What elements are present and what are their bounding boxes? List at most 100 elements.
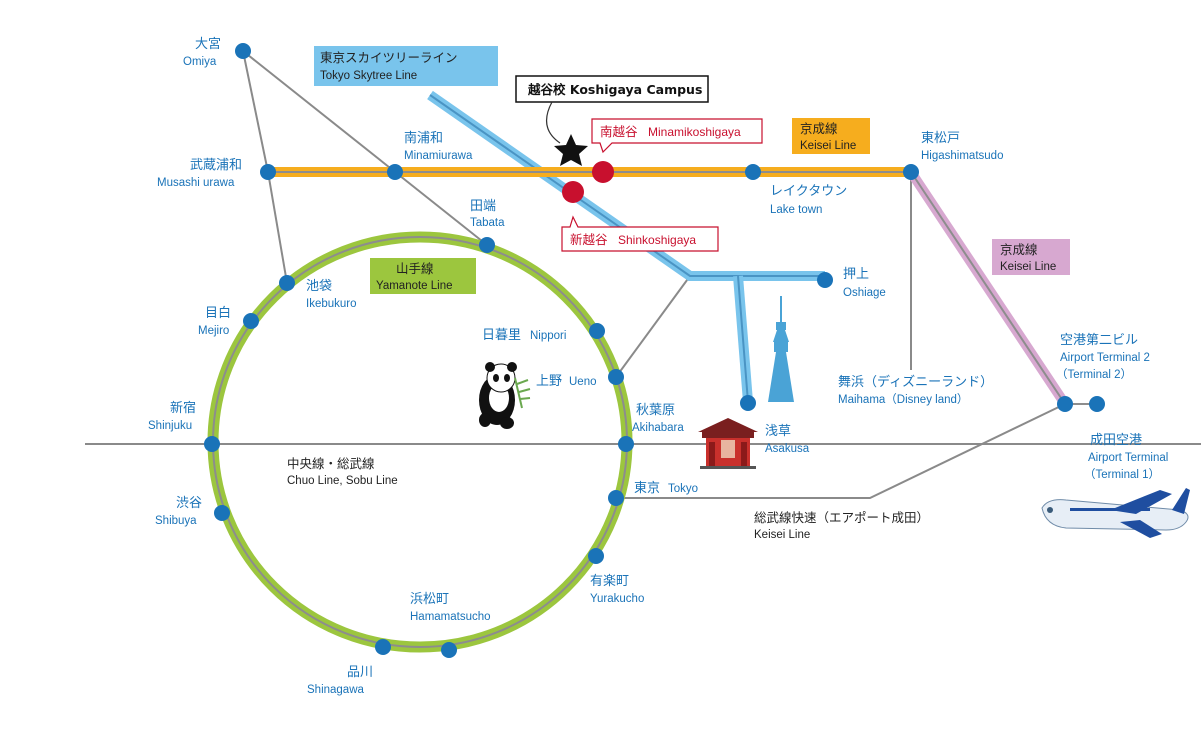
station-dot-shinjuku[interactable] — [204, 436, 220, 452]
svg-text:中央線・総武線: 中央線・総武線 — [287, 456, 375, 471]
svg-text:武蔵浦和: 武蔵浦和 — [190, 158, 242, 173]
yamanote-loop — [207, 231, 633, 653]
station-dot-narita[interactable] — [1089, 396, 1105, 412]
svg-text:Ikebukuro: Ikebukuro — [306, 298, 357, 310]
svg-text:秋葉原: 秋葉原 — [636, 403, 675, 418]
campus-callout: 越谷校 Koshigaya Campus — [515, 75, 709, 144]
station-dot-minamikoshigaya[interactable] — [592, 161, 614, 183]
svg-text:Mejiro: Mejiro — [198, 325, 229, 337]
svg-text:総武線快速（エアポート成田）: 総武線快速（エアポート成田） — [754, 510, 929, 525]
skytree-line — [427, 90, 825, 403]
svg-text:Maihama（Disney land）: Maihama（Disney land） — [838, 393, 968, 406]
keisei-right-label: 京成線 Keisei Line — [992, 239, 1070, 275]
station-dot-laketown[interactable] — [745, 164, 761, 180]
svg-text:Tokyo Skytree Line: Tokyo Skytree Line — [320, 70, 417, 82]
skytree-line-label: 東京スカイツリーライン Tokyo Skytree Line — [314, 46, 498, 86]
svg-text:Asakusa: Asakusa — [765, 443, 810, 455]
star-icon — [554, 134, 588, 166]
station-dot-tabata[interactable] — [479, 237, 495, 253]
svg-text:Shinkoshigaya: Shinkoshigaya — [618, 233, 696, 247]
station-dot-musashi-urawa[interactable] — [260, 164, 276, 180]
svg-text:Keisei Line: Keisei Line — [1000, 261, 1056, 273]
svg-text:Airport Terminal 2: Airport Terminal 2 — [1060, 352, 1150, 364]
connector-lines — [85, 50, 1201, 499]
svg-text:Omiya: Omiya — [183, 56, 217, 68]
svg-text:池袋: 池袋 — [306, 279, 332, 294]
svg-text:押上: 押上 — [843, 267, 869, 282]
svg-text:Tokyo: Tokyo — [668, 483, 698, 495]
station-dot-terminal2[interactable] — [1057, 396, 1073, 412]
station-dot-tokyo[interactable] — [608, 490, 624, 506]
svg-text:Oshiage: Oshiage — [843, 287, 886, 299]
station-dot-yurakucho[interactable] — [588, 548, 604, 564]
svg-text:成田空港: 成田空港 — [1090, 433, 1142, 448]
airplane-icon — [1041, 488, 1190, 538]
svg-text:東松戸: 東松戸 — [921, 130, 960, 146]
yamanote-line-label: 山手線 Yamanote Line — [370, 258, 476, 294]
svg-text:Shinjuku: Shinjuku — [148, 420, 192, 432]
svg-text:大宮: 大宮 — [195, 36, 221, 52]
svg-text:新越谷: 新越谷 — [570, 232, 608, 247]
station-dot-asakusa[interactable] — [740, 395, 756, 411]
svg-text:Akihabara: Akihabara — [632, 422, 684, 434]
station-dots — [204, 43, 1105, 658]
svg-text:品川: 品川 — [347, 665, 373, 680]
svg-text:Nippori: Nippori — [530, 330, 566, 342]
station-dot-akihabara[interactable] — [618, 436, 634, 452]
svg-text:（Terminal 1）: （Terminal 1） — [1084, 468, 1160, 481]
svg-text:Tabata: Tabata — [470, 217, 505, 229]
svg-text:田端: 田端 — [470, 199, 496, 214]
station-dot-ueno[interactable] — [608, 369, 624, 385]
station-dot-shibuya[interactable] — [214, 505, 230, 521]
skytree-icon — [768, 296, 794, 402]
svg-text:Chuo Line, Sobu Line: Chuo Line, Sobu Line — [287, 475, 398, 487]
kaminarimon-gate-icon — [698, 418, 758, 469]
svg-text:Keisei Line: Keisei Line — [754, 529, 810, 541]
svg-text:レイクタウン: レイクタウン — [770, 184, 847, 199]
station-dot-shinkoshigaya[interactable] — [562, 181, 584, 203]
svg-text:浜松町: 浜松町 — [410, 592, 449, 607]
svg-text:Shibuya: Shibuya — [155, 515, 197, 527]
svg-text:東京スカイツリーライン: 東京スカイツリーライン — [320, 50, 458, 65]
svg-text:渋谷: 渋谷 — [176, 496, 202, 511]
svg-text:新宿: 新宿 — [170, 400, 196, 416]
svg-text:Airport Terminal: Airport Terminal — [1088, 452, 1168, 464]
station-dot-ikebukuro[interactable] — [279, 275, 295, 291]
shinkoshigaya-tag: 新越谷 Shinkoshigaya — [561, 215, 719, 252]
panda-icon — [479, 362, 531, 429]
station-dot-oshiage[interactable] — [817, 272, 833, 288]
station-dot-mejiro[interactable] — [243, 313, 259, 329]
minamikoshigaya-tag: 南越谷 Minamikoshigaya — [591, 118, 763, 154]
station-dot-minamiurawa[interactable] — [387, 164, 403, 180]
svg-text:南浦和: 南浦和 — [404, 130, 443, 146]
sobu-rapid-label: 総武線快速（エアポート成田） Keisei Line — [754, 510, 929, 541]
station-dot-hamamatsucho[interactable] — [441, 642, 457, 658]
svg-text:Minamiurawa: Minamiurawa — [404, 150, 473, 162]
station-dot-shinagawa[interactable] — [375, 639, 391, 655]
chuo-sobu-label: 中央線・総武線 Chuo Line, Sobu Line — [287, 456, 398, 487]
highlight-dots — [562, 161, 614, 203]
svg-text:Yurakucho: Yurakucho — [590, 593, 644, 605]
station-dot-omiya[interactable] — [235, 43, 251, 59]
svg-text:Lake town: Lake town — [770, 204, 822, 216]
svg-text:Yamanote Line: Yamanote Line — [376, 280, 453, 292]
svg-text:目白: 目白 — [205, 305, 231, 321]
svg-text:Ueno: Ueno — [569, 376, 597, 388]
svg-text:日暮里: 日暮里 — [482, 328, 521, 343]
svg-text:上野: 上野 — [536, 374, 562, 389]
station-labels: 大宮 Omiya 武蔵浦和 Musashi urawa 南浦和 Minamiur… — [148, 36, 1168, 696]
svg-text:京成線: 京成線 — [1000, 242, 1038, 257]
keisei-top-label: 京成線 Keisei Line — [792, 118, 870, 154]
svg-text:南越谷: 南越谷 — [600, 124, 638, 139]
svg-text:山手線: 山手線 — [396, 261, 434, 276]
svg-text:Minamikoshigaya: Minamikoshigaya — [648, 125, 741, 139]
svg-text:越谷校 Koshigaya Campus: 越谷校 Koshigaya Campus — [527, 82, 702, 97]
svg-text:空港第二ビル: 空港第二ビル — [1060, 333, 1138, 348]
station-dot-nippori[interactable] — [589, 323, 605, 339]
svg-text:Higashimatsudo: Higashimatsudo — [921, 150, 1003, 162]
svg-text:舞浜（ディズニーランド）: 舞浜（ディズニーランド） — [838, 374, 993, 390]
svg-text:Shinagawa: Shinagawa — [307, 684, 365, 696]
station-dot-higashimatsudo[interactable] — [903, 164, 919, 180]
svg-text:Musashi urawa: Musashi urawa — [157, 177, 235, 189]
